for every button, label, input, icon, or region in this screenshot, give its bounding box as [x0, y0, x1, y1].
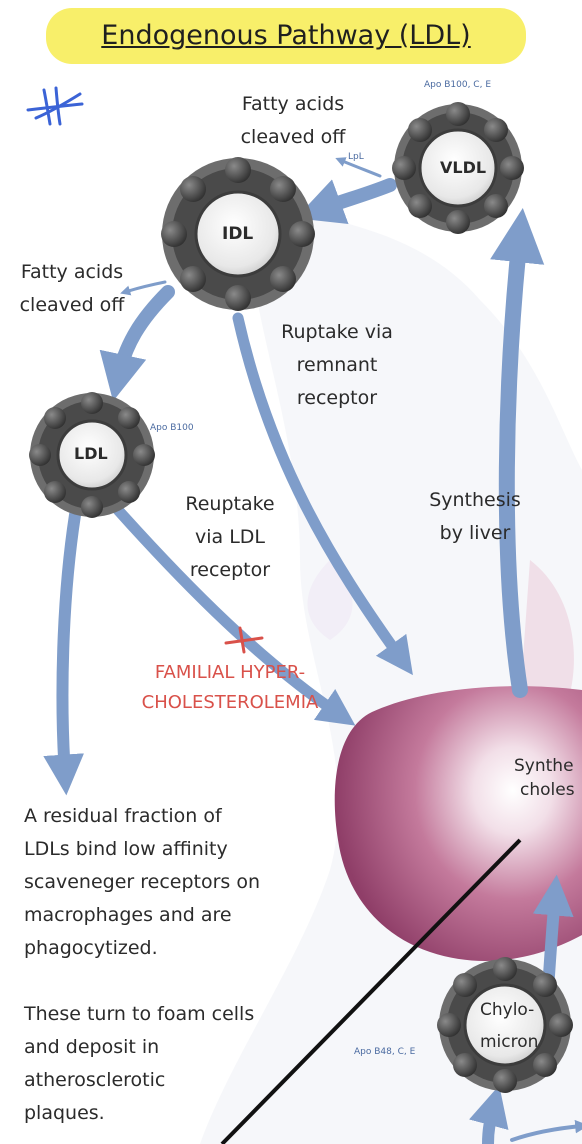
lpl-label: LpL [348, 152, 364, 162]
liver [334, 686, 582, 961]
reuptake-line2: via LDL [194, 526, 265, 548]
residual-note: A residual fraction of LDLs bind low aff… [24, 800, 324, 965]
idl-label: IDL [222, 224, 254, 244]
ruptake-line1: Ruptake via [281, 321, 393, 343]
fatty-acids-left-line1: Fatty acids [20, 261, 124, 283]
residual-line4: macrophages and are [24, 904, 232, 926]
vldl-label: VLDL [440, 158, 487, 177]
title-highlight: Endogenous Pathway (LDL) [46, 8, 526, 64]
chylomicron-label-line1: Chylo- [480, 1000, 535, 1020]
familial-line1: FAMILIAL HYPER- [154, 662, 306, 683]
fatty-acids-top-line1: Fatty acids [241, 93, 345, 115]
vldl-apo-label: Apo B100, C, E [424, 80, 492, 90]
arrow-idl-uptake [232, 312, 413, 676]
synthe-line2: choles [520, 780, 575, 800]
arrow-idl-to-ldl [99, 285, 175, 402]
particle-ldl-graphic [29, 392, 155, 518]
arrow-ldl-uptake [112, 504, 356, 726]
synthesis-line2: by liver [439, 522, 511, 544]
synthesis-label: Synthesis by liver [410, 484, 540, 550]
arrow-vldl-to-idl [295, 178, 397, 225]
foam-note: These turn to foam cells and deposit in … [24, 998, 324, 1130]
ruptake-line3: receptor [296, 387, 378, 409]
ldl-label: LDL [74, 444, 108, 463]
foam-line2: and deposit in [24, 1036, 160, 1058]
chylomicron-label-line2: micron [480, 1032, 539, 1052]
foam-line3: atherosclerotic [24, 1069, 166, 1091]
residual-line3: scaveneger receptors on [24, 871, 261, 893]
foam-line1: These turn to foam cells [24, 1003, 255, 1025]
familial-line2: CHOLESTEROLEMIA [141, 692, 319, 713]
familial-hypercholesterolemia-label: FAMILIAL HYPER- CHOLESTEROLEMIA [120, 658, 340, 718]
reuptake-line3: receptor [189, 559, 271, 581]
chylomicron-apo-label: Apo B48, C, E [354, 1047, 416, 1057]
arrow-ldl-down [43, 509, 85, 796]
arrow-fa-top-small [335, 157, 382, 178]
reuptake-label: Reuptake via LDL receptor [160, 488, 300, 587]
handwritten-mark [26, 86, 84, 126]
arrow-bottom-right [510, 1119, 582, 1142]
page-title: Endogenous Pathway (LDL) [101, 20, 471, 51]
particle-vldl-graphic [392, 102, 524, 234]
synthesis-cholesterol-label: Synthe choles [514, 754, 575, 802]
particle-chylomicron-graphic [437, 957, 573, 1093]
particle-idl-graphic [161, 157, 315, 311]
fatty-acids-left-label: Fatty acids cleaved off [2, 256, 142, 322]
synthe-line1: Synthe [514, 756, 574, 776]
residual-line1: A residual fraction of [24, 805, 222, 827]
arrow-synthesis [490, 207, 545, 698]
residual-line5: phagocytized. [24, 937, 158, 959]
arrow-bottom-up [469, 1085, 509, 1144]
foam-line4: plaques. [24, 1102, 105, 1124]
block-mark [224, 626, 264, 654]
fatty-acids-top-line2: cleaved off [240, 126, 346, 148]
reuptake-line1: Reuptake [185, 493, 275, 515]
fatty-acids-top-label: Fatty acids cleaved off [218, 88, 368, 154]
ruptake-label: Ruptake via remnant receptor [262, 316, 412, 415]
pointer-line [220, 838, 522, 1144]
residual-line2: LDLs bind low affinity [24, 838, 228, 860]
synthesis-line1: Synthesis [429, 489, 521, 511]
arrow-fa-left-small [120, 280, 167, 296]
fatty-acids-left-line2: cleaved off [19, 294, 125, 316]
ldl-apo-label: Apo B100 [150, 423, 194, 433]
ruptake-line2: remnant [296, 354, 378, 376]
